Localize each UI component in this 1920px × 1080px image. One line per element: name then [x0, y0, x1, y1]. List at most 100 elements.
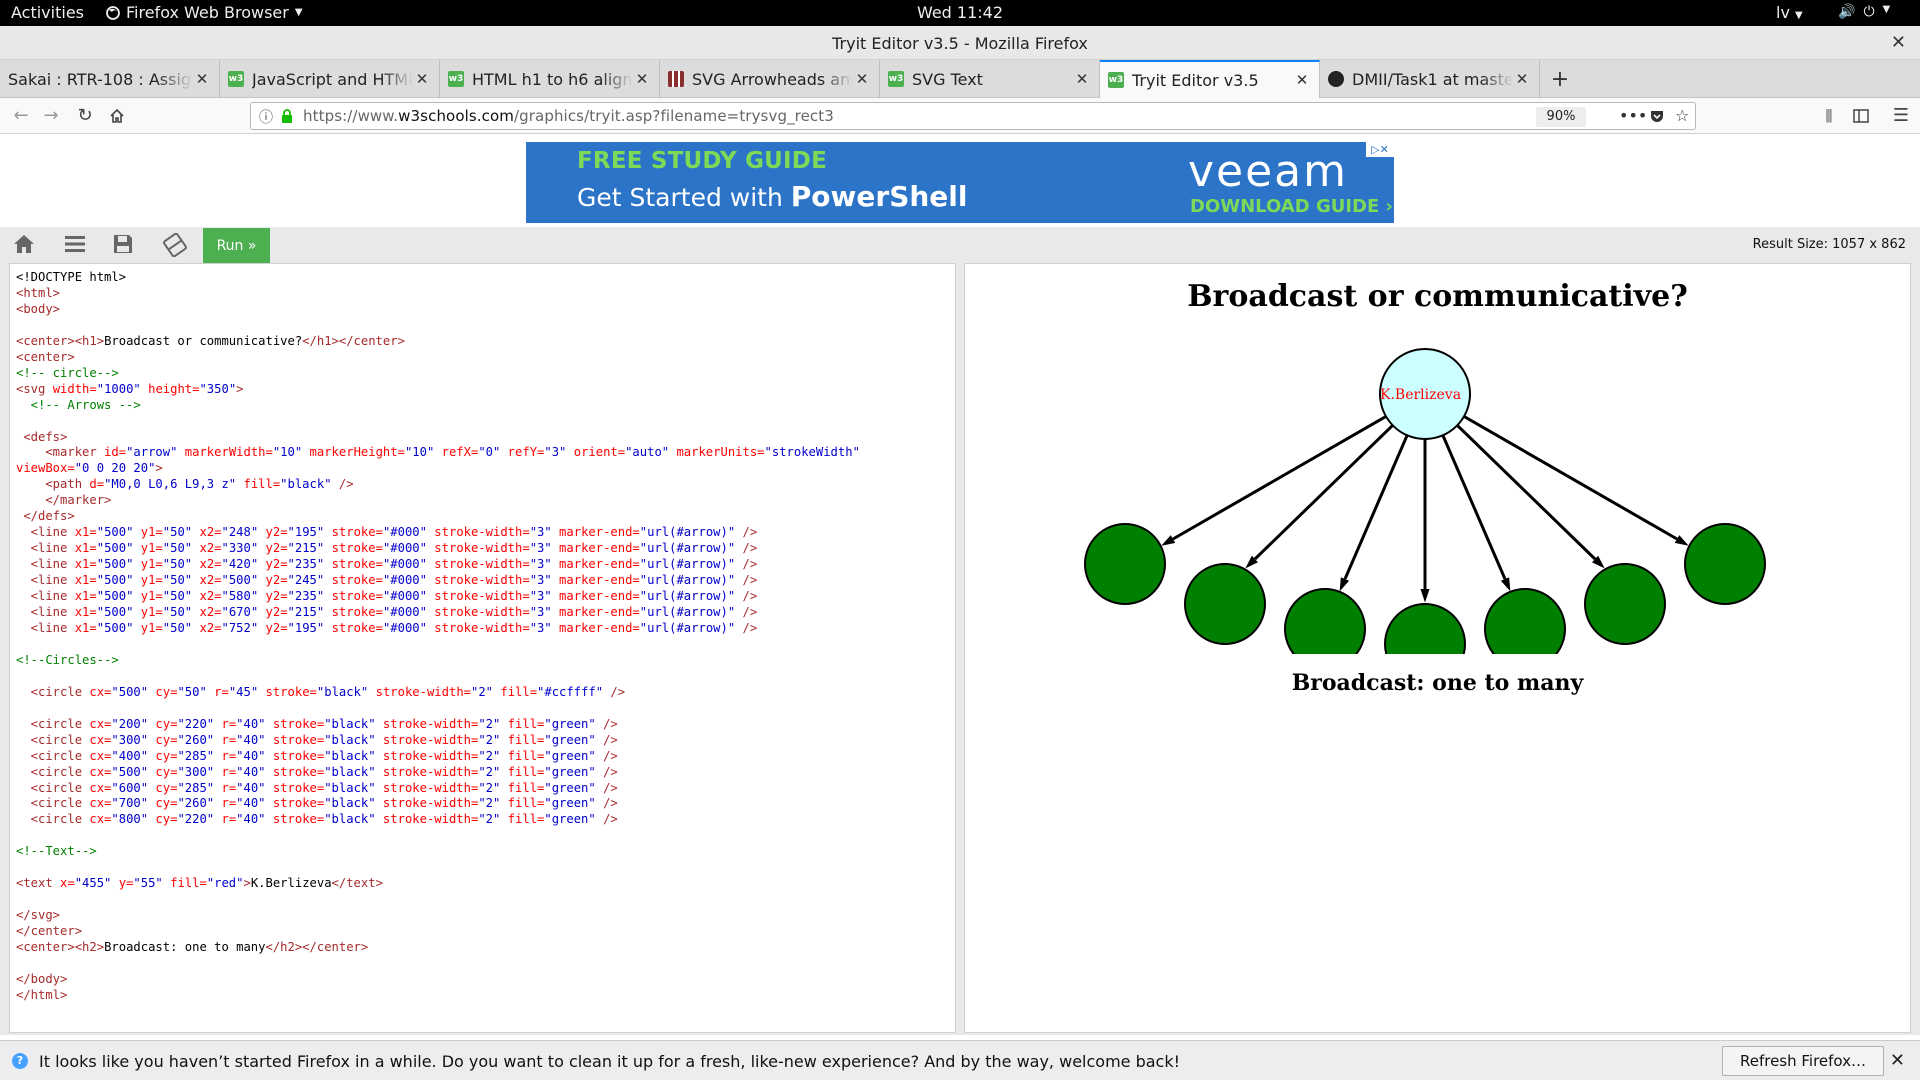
receiver-node	[1184, 563, 1266, 645]
receiver-node	[1684, 523, 1766, 605]
save-button[interactable]	[112, 233, 138, 257]
code-line: <center><h1>Broadcast or communicative?<…	[16, 333, 405, 348]
info-icon: ?	[12, 1053, 28, 1069]
code-line: </svg>	[16, 908, 61, 923]
url-domain: w3schools.com	[398, 107, 514, 125]
code-line: <circle cx="600" cy="285" r="40" stroke=…	[16, 780, 618, 795]
code-editor-pane[interactable]: <!DOCTYPE html> <html> <body> <center><h…	[9, 263, 956, 1033]
editor-workarea: <!DOCTYPE html> <html> <body> <center><h…	[0, 263, 1920, 1035]
home-button[interactable]	[12, 233, 38, 257]
tab-javascript-dom[interactable]: w3 JavaScript and HTML DOM ✕	[220, 60, 440, 98]
code-line: <circle cx="700" cy="260" r="40" stroke=…	[16, 796, 618, 811]
broadcast-diagram: K.Berlizeva	[1084, 348, 1766, 654]
bookmark-star-icon[interactable]: ☆	[1675, 106, 1690, 125]
rotate-layout-button[interactable]	[162, 232, 188, 258]
forward-button[interactable]: →	[38, 104, 64, 128]
tab-label: DMII/Task1 at master	[1352, 69, 1513, 89]
tab-svg-arrowheads[interactable]: SVG Arrowheads and Markers ✕	[660, 60, 880, 98]
tab-label: Tryit Editor v3.5	[1132, 70, 1259, 90]
save-icon	[114, 235, 132, 253]
tab-sakai[interactable]: Sakai : RTR-108 : Assignments ✕	[0, 60, 220, 98]
app-menu[interactable]: Firefox Web Browser ▼	[106, 3, 303, 22]
url-prefix: https://www.	[303, 107, 399, 125]
url-bar[interactable]: ⓘ https://www.w3schools.com/graphics/try…	[250, 102, 1696, 130]
new-tab-button[interactable]: +	[1540, 60, 1580, 98]
back-button[interactable]: ←	[8, 104, 34, 128]
code-editor[interactable]: <!DOCTYPE html> <html> <body> <center><h…	[16, 270, 860, 1004]
chevron-down-icon: ▼	[294, 7, 303, 18]
menu-button[interactable]: ☰	[1888, 104, 1914, 128]
github-icon	[1328, 71, 1344, 87]
center-node	[1379, 348, 1471, 440]
code-line: viewBox="0 0 20 20">	[16, 461, 163, 476]
menu-button[interactable]	[63, 233, 89, 257]
code-line: <circle cx="200" cy="220" r="40" stroke=…	[16, 716, 618, 731]
code-line: <circle cx="500" cy="300" r="40" stroke=…	[16, 764, 618, 779]
code-line: <center><h2>Broadcast: one to many</h2><…	[16, 940, 369, 955]
tab-github-dmii[interactable]: DMII/Task1 at master ✕	[1320, 60, 1540, 98]
adchoices-icon[interactable]: ▷✕	[1366, 142, 1394, 157]
ad-banner[interactable]: FREE STUDY GUIDE Get Started with PowerS…	[526, 142, 1394, 223]
tab-html-h1-align[interactable]: w3 HTML h1 to h6 align Attribute ✕	[440, 60, 660, 98]
pocket-icon[interactable]	[1649, 106, 1665, 128]
reload-icon: ↻	[77, 105, 93, 126]
lock-icon[interactable]	[281, 109, 293, 123]
refresh-firefox-button[interactable]: Refresh Firefox…	[1722, 1046, 1884, 1076]
ad-subline-bold: PowerShell	[790, 180, 968, 213]
url-path: /graphics/tryit.asp?filename=trysvg_rect…	[514, 107, 834, 125]
activities-button[interactable]: Activities	[11, 3, 84, 22]
receiver-node	[1484, 588, 1566, 654]
ad-download-link[interactable]: DOWNLOAD GUIDE ›	[1190, 196, 1393, 217]
result-subheading: Broadcast: one to many	[1291, 670, 1584, 696]
library-icon: ⫼	[1825, 107, 1833, 125]
ad-subline-prefix: Get Started with	[577, 183, 791, 212]
tab-close-icon[interactable]: ✕	[635, 70, 649, 88]
hamburger-icon	[65, 236, 85, 252]
url-text[interactable]: https://www.w3schools.com/graphics/tryit…	[303, 107, 834, 125]
library-button[interactable]: ⫼	[1816, 104, 1842, 128]
zoom-level-button[interactable]: 90%	[1536, 107, 1586, 127]
clock[interactable]: Wed 11:42	[916, 3, 1004, 22]
app-menu-label: Firefox Web Browser	[126, 3, 289, 22]
system-top-bar: Activities Firefox Web Browser ▼ Wed 11:…	[0, 0, 1920, 26]
pocket-shape	[1651, 111, 1663, 122]
tab-close-icon[interactable]: ✕	[1075, 70, 1089, 88]
tab-svg-text[interactable]: w3 SVG Text ✕	[880, 60, 1100, 98]
info-icon[interactable]: ⓘ	[259, 110, 273, 126]
receiver-node	[1284, 588, 1366, 654]
arrow-left-icon: ←	[13, 105, 29, 126]
run-button[interactable]: Run »	[203, 228, 270, 263]
tab-close-icon[interactable]: ✕	[1295, 71, 1309, 89]
w3schools-icon: w3	[888, 71, 904, 87]
code-line: <line x1="500" y1="50" x2="580" y2="235"…	[16, 589, 758, 604]
result-pane[interactable]: Broadcast or communicative? K.Berlizeva …	[964, 263, 1911, 1033]
firefox-icon	[106, 5, 120, 20]
code-line: <!DOCTYPE html>	[16, 270, 127, 284]
tab-close-icon[interactable]: ✕	[415, 70, 429, 88]
tab-label: Sakai : RTR-108 : Assignments	[8, 69, 193, 89]
home-icon	[14, 235, 34, 253]
code-line: <body>	[16, 301, 61, 316]
reload-button[interactable]: ↻	[72, 104, 98, 128]
input-language-indicator[interactable]: lv ▼	[1776, 3, 1803, 22]
sidebar-button[interactable]	[1848, 104, 1874, 128]
tab-strip: Sakai : RTR-108 : Assignments ✕ w3 JavaS…	[0, 60, 1920, 98]
page-actions-icon[interactable]: •••	[1619, 106, 1648, 125]
ad-headline: FREE STUDY GUIDE	[577, 148, 827, 174]
tab-close-icon[interactable]: ✕	[855, 70, 869, 88]
tab-close-icon[interactable]: ✕	[195, 70, 209, 88]
system-tray[interactable]: 🔊 ⏻ ▼	[1838, 4, 1890, 20]
power-icon: ⏻	[1863, 4, 1875, 20]
home-button[interactable]	[104, 104, 130, 128]
tab-close-icon[interactable]: ✕	[1515, 70, 1529, 88]
grid-icon	[668, 71, 684, 87]
code-line: <path d="M0,0 L0,6 L9,3 z" fill="black" …	[16, 477, 354, 492]
arrow-line	[1161, 392, 1426, 546]
rotate-icon	[163, 232, 187, 258]
window-close-icon[interactable]: ✕	[1890, 32, 1906, 53]
code-line: <!--Circles-->	[16, 652, 119, 667]
input-language-label: lv	[1776, 3, 1790, 22]
tab-tryit-editor[interactable]: w3 Tryit Editor v3.5 ✕	[1100, 60, 1320, 98]
code-line: <line x1="500" y1="50" x2="420" y2="235"…	[16, 557, 758, 572]
notification-close-icon[interactable]: ✕	[1889, 1050, 1905, 1071]
